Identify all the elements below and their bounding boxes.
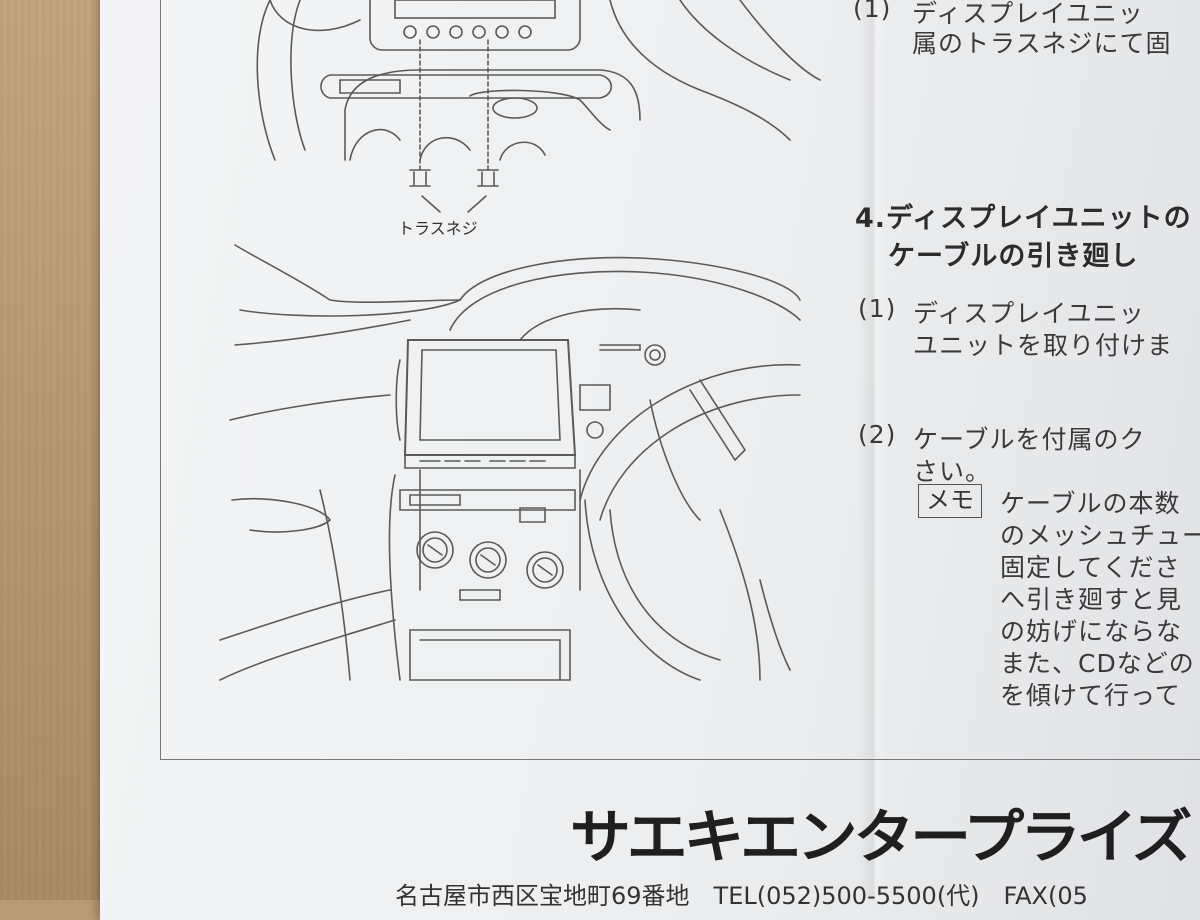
section4-step1-number: (1) (858, 294, 897, 323)
memo-line: ケーブルの本数 (1000, 489, 1181, 518)
top-step-line2: 属のトラスネジにて固 (912, 29, 1172, 58)
top-step-number: (1) (853, 0, 892, 23)
section4-step1-line2: ユニットを取り付けま (913, 331, 1174, 360)
memo-label: メモ (918, 484, 982, 518)
memo-line: の妨げにならな (1000, 617, 1183, 646)
illustration-frame (160, 0, 1200, 760)
section4-step1-line1: ディスプレイユニッ (913, 299, 1145, 328)
memo-line: 固定してくださ (1000, 553, 1181, 582)
paper-fold (858, 0, 888, 900)
dashboard-illustration (219, 0, 821, 681)
instruction-sheet (100, 0, 1200, 920)
memo-line: へ引き廻すと見 (1000, 585, 1183, 614)
section4-step2-line2: さい。 (913, 457, 992, 486)
memo-line: のメッシュチュー (1000, 521, 1200, 550)
memo-line: また、CDなどの (1000, 649, 1195, 678)
company-address: 名古屋市西区宝地町69番地 TEL(052)500-5500(代) FAX(05 (395, 882, 1088, 910)
company-name: サエキエンタープライズ (570, 803, 1192, 871)
section4-title-line2: ケーブルの引き廻し (888, 241, 1139, 272)
top-step-line1: ディスプレイユニッ (912, 0, 1144, 28)
memo-line: を傾けて行って (1000, 681, 1181, 710)
section4-step2-number: (2) (858, 420, 897, 449)
section4-title-line1: 4.ディスプレイユニットの (855, 203, 1192, 234)
section4-step2-line1: ケーブルを付属のク (913, 425, 1146, 454)
illustration-callout-label: トラスネジ (398, 219, 478, 238)
lower-dashboard-drawing (219, 244, 801, 681)
top-dashboard-drawing (256, 0, 821, 213)
